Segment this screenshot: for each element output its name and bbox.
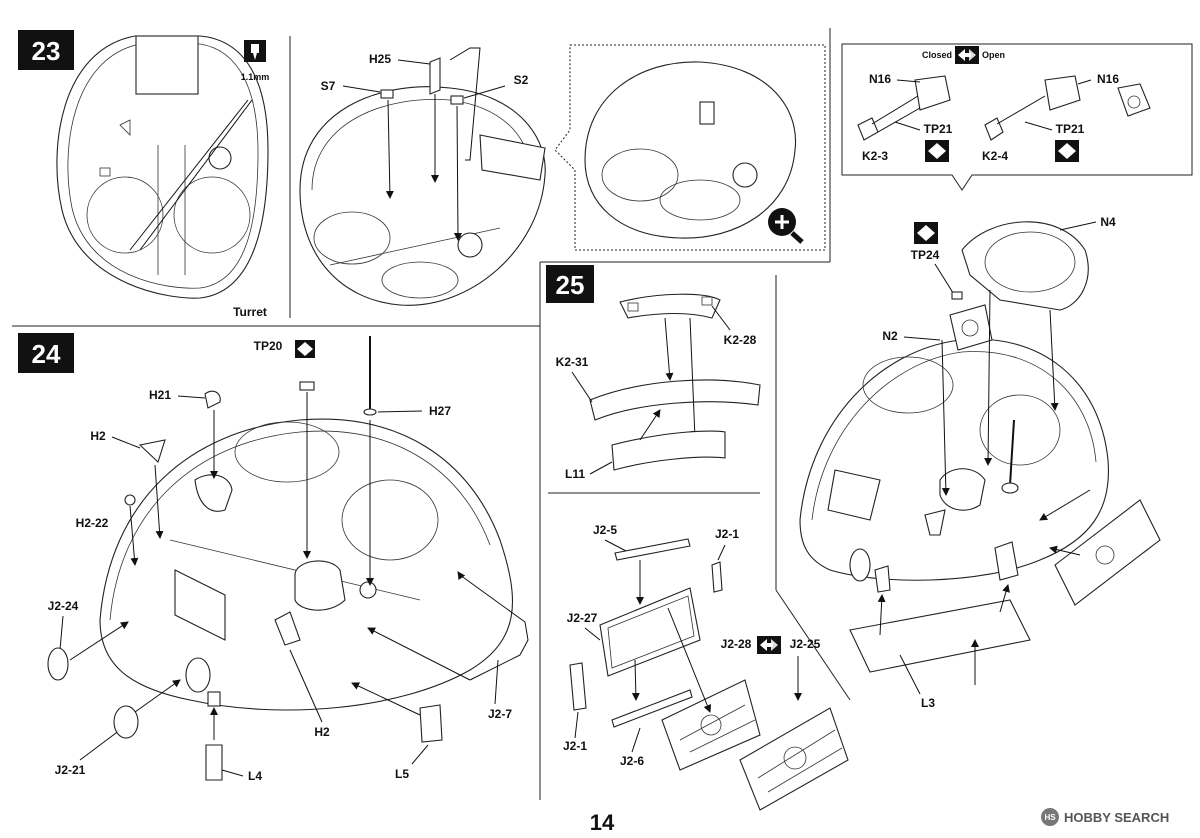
part-label-j2-1-a: J2-1 (715, 527, 739, 541)
drill-size-note: 1.1mm (241, 72, 270, 82)
page-number: 14 (590, 810, 615, 835)
part-label-j2-28: J2-28 (721, 637, 752, 651)
step-number-box (18, 333, 74, 373)
hatch-opening (313, 211, 391, 265)
part-label-k2-28: K2-28 (724, 333, 757, 347)
watermark-logo-letter: HS (1044, 813, 1056, 822)
panel-dividers (12, 28, 851, 800)
part-label-j2-25: J2-25 (790, 637, 821, 651)
diamond-mark-icon (295, 340, 315, 358)
part-label-s7: S7 (321, 79, 336, 93)
open-close-arrow-icon (757, 636, 781, 654)
turret-shell-step24 (99, 418, 514, 711)
zoom-callout (554, 44, 826, 251)
step-number: 24 (32, 339, 61, 369)
part-label-h25: H25 (369, 52, 391, 66)
part-label-n16-b: N16 (1097, 72, 1119, 86)
hatch-opening-left (86, 176, 164, 254)
part-label-h21: H21 (149, 388, 171, 402)
part-label-tp24: TP24 (911, 248, 940, 262)
step-23: 23 1.1mm Turret (18, 30, 826, 319)
part-label-s2: S2 (514, 73, 529, 87)
turret-top-view (56, 35, 269, 299)
part-label-n2: N2 (882, 329, 898, 343)
part-label-n16-a: N16 (869, 72, 891, 86)
periscope-mount (208, 146, 232, 170)
diamond-mark-icon (925, 140, 949, 162)
part-label-j2-21: J2-21 (55, 763, 86, 777)
part-label-tp21-b: TP21 (1056, 122, 1085, 136)
hatch-position-callout: Closed Open N16 N16 TP21 TP21 K2-3 K2-4 (841, 43, 1193, 191)
step-number-box (546, 265, 594, 303)
part-label-h2-22: H2-22 (76, 516, 109, 530)
part-label-j2-5: J2-5 (593, 523, 617, 537)
turret-caption: Turret (233, 305, 267, 319)
open-label: Open (982, 50, 1005, 60)
part-label-h27: H27 (429, 404, 451, 418)
open-close-arrow-icon (955, 46, 979, 64)
part-label-h2-a: H2 (90, 429, 106, 443)
zoom-in-icon (768, 208, 804, 244)
watermark-text: HOBBY SEARCH (1064, 810, 1169, 825)
step-number: 23 (32, 36, 61, 66)
step-25: 25 K2-28 K2-31 L11 J2-5 J2-1 J2-27 J2-1 … (546, 265, 849, 811)
hatch-opening-right (173, 176, 251, 254)
step-number: 25 (556, 270, 585, 300)
part-label-l3: L3 (921, 696, 935, 710)
part-label-tp20: TP20 (254, 339, 283, 353)
part-label-l11: L11 (565, 467, 585, 481)
part-s7 (342, 85, 394, 199)
part-label-tp21-a: TP21 (924, 122, 953, 136)
part-label-l5: L5 (395, 767, 409, 781)
step-number-box (18, 30, 74, 70)
watermark: HS HOBBY SEARCH (1041, 808, 1169, 826)
diamond-mark-icon (1055, 140, 1079, 162)
part-label-j2-27: J2-27 (567, 611, 598, 625)
part-label-h2-b: H2 (314, 725, 330, 739)
part-label-k2-4: K2-4 (982, 149, 1008, 163)
part-label-j2-1-b: J2-1 (563, 739, 587, 753)
part-label-j2-7: J2-7 (488, 707, 512, 721)
part-label-j2-24: J2-24 (48, 599, 79, 613)
part-label-l4: L4 (248, 769, 262, 783)
hatch-opening (234, 421, 340, 483)
part-s2 (450, 85, 506, 241)
part-label-j2-6: J2-6 (620, 754, 644, 768)
turret-assembly-right: TP24 N4 N2 L3 (799, 215, 1161, 710)
cupola-ring (984, 231, 1076, 293)
part-label-n4: N4 (1100, 215, 1116, 229)
watermark-logo-icon (1041, 808, 1059, 826)
closed-label: Closed (922, 50, 952, 60)
turret-interior-view (299, 86, 546, 306)
part-label-k2-3: K2-3 (862, 149, 888, 163)
diamond-mark-icon (914, 222, 938, 244)
part-label-k2-31: K2-31 (556, 355, 589, 369)
drill-icon (244, 40, 266, 62)
step-24: 24 TP20 H21 H2 H2-22 (18, 333, 529, 783)
part-h25 (397, 57, 441, 183)
